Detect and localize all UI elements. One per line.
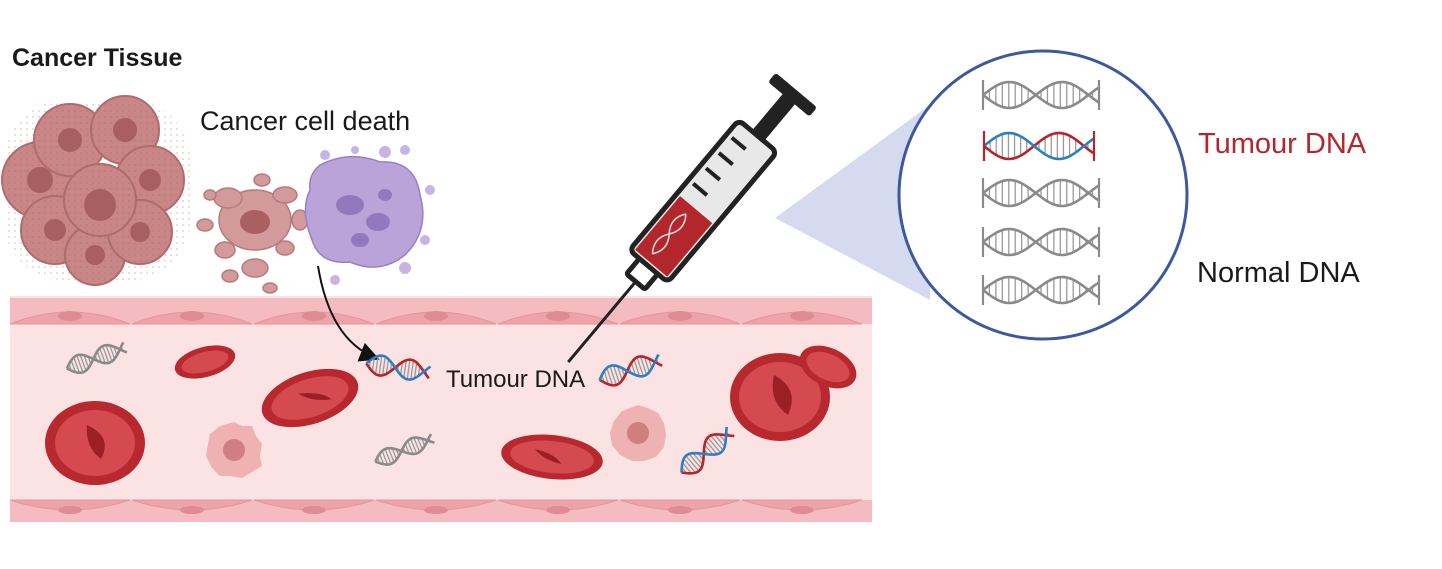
dying-cancer-cell bbox=[197, 145, 435, 293]
red-blood-cell-icon bbox=[45, 401, 145, 485]
tumour-dna-legend-label: Tumour DNA bbox=[1198, 128, 1366, 161]
title: Cancer Tissue bbox=[12, 44, 182, 73]
cancer-cell-death-label: Cancer cell death bbox=[200, 106, 410, 137]
tumour-dna-vessel-label: Tumour DNA bbox=[446, 366, 585, 394]
cancer-tissue bbox=[2, 96, 190, 285]
normal-dna-legend-label: Normal DNA bbox=[1197, 257, 1360, 290]
